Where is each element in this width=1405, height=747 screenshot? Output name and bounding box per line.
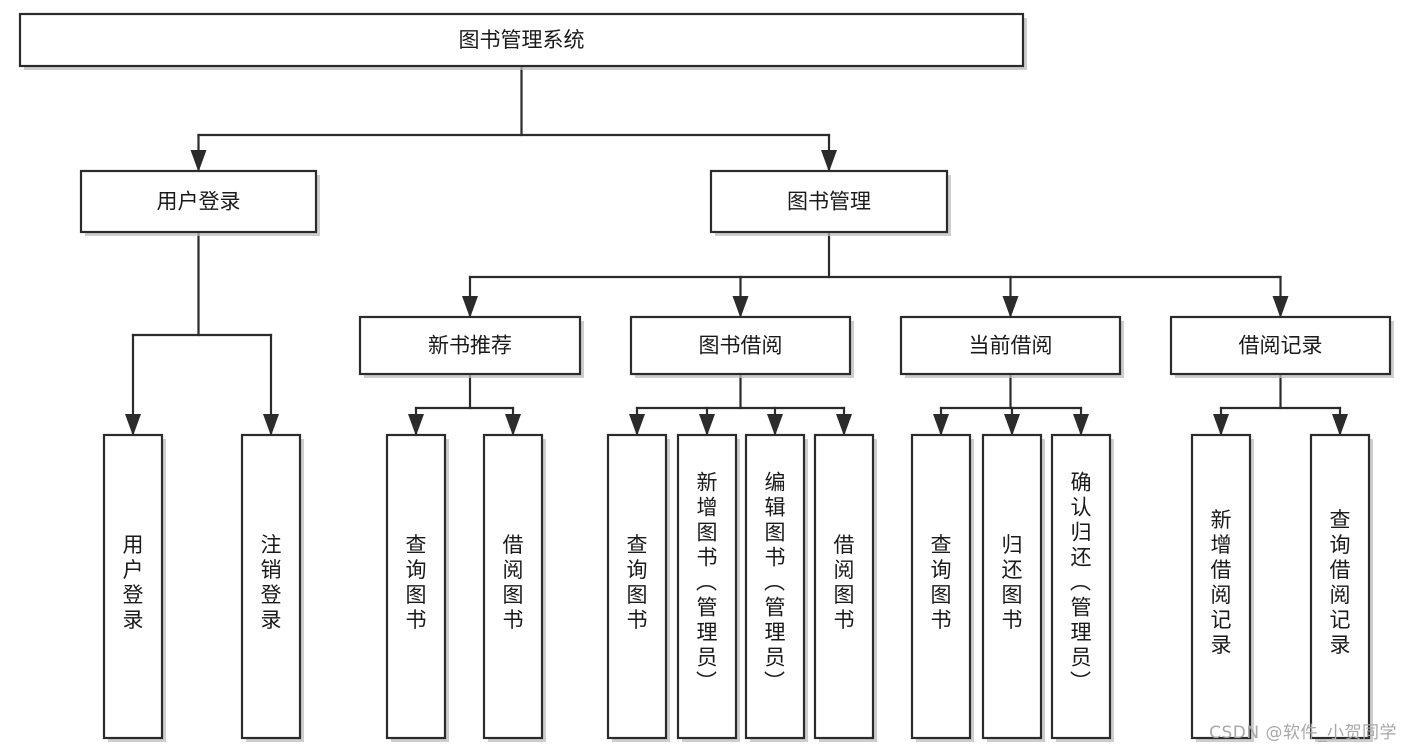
- node-add-borrow-record-rect[interactable]: [1190, 433, 1252, 740]
- node-borrow-book-1-rect[interactable]: [482, 433, 544, 740]
- node-current-borrow-label: 当前借阅: [969, 334, 1053, 358]
- edge-arrowhead: [1272, 296, 1289, 318]
- node-confirm-return-label: 确认归还︵管理员︶: [1070, 471, 1092, 695]
- edge-arrowhead: [462, 296, 478, 318]
- node-query-borrow-record-label: 查询借阅记录: [1330, 508, 1351, 657]
- node-add-book-rect[interactable]: [676, 433, 738, 740]
- node-book-management-rect[interactable]: [709, 169, 949, 234]
- node-borrow-book-2-label: 借阅图书: [834, 533, 855, 632]
- node-borrow-record-rect[interactable]: [1169, 315, 1392, 376]
- edge-arrowhead: [1332, 414, 1348, 436]
- node-logout-label: 注销登录: [261, 533, 282, 632]
- edge-arrowhead: [263, 414, 279, 436]
- node-user-login-label: 用户登录: [157, 190, 241, 214]
- node-logout[interactable]: 注销登录: [240, 433, 304, 742]
- node-borrow-book-1-label: 借阅图书: [503, 533, 524, 632]
- node-current-borrow-rect[interactable]: [899, 315, 1122, 376]
- node-borrow-book-2-rect[interactable]: [813, 433, 875, 740]
- edge-arrowhead: [821, 150, 837, 172]
- node-edit-book-label: 编辑图书︵管理员︶: [764, 471, 786, 695]
- node-add-borrow-record-label: 新增借阅记录: [1211, 508, 1232, 657]
- edge-arrowhead: [1002, 296, 1019, 318]
- node-query-book-2[interactable]: 查询图书: [606, 433, 670, 742]
- node-add-borrow-record[interactable]: 新增借阅记录: [1190, 433, 1254, 742]
- node-borrow-record[interactable]: 借阅记录: [1169, 315, 1394, 378]
- edge-arrowhead: [125, 414, 141, 436]
- node-login-rect[interactable]: [102, 433, 164, 740]
- nodes-layer: 图书管理系统用户登录图书管理用户登录注销登录新书推荐查询图书借阅图书图书借阅查询…: [18, 12, 1394, 742]
- node-query-book-3-label: 查询图书: [931, 533, 952, 632]
- node-borrow-record-label: 借阅记录: [1239, 334, 1323, 358]
- node-edit-book-rect[interactable]: [744, 433, 806, 740]
- node-return-book-rect[interactable]: [981, 433, 1043, 740]
- node-root-label: 图书管理系统: [459, 28, 585, 52]
- node-query-book-2-rect[interactable]: [606, 433, 668, 740]
- node-book-management-label: 图书管理: [787, 190, 871, 214]
- node-book-borrow-rect[interactable]: [629, 315, 852, 376]
- node-query-book-1-label: 查询图书: [406, 533, 427, 632]
- edge-arrowhead: [1213, 414, 1229, 436]
- edge-arrowhead: [836, 414, 852, 436]
- node-user-login[interactable]: 用户登录: [79, 169, 320, 236]
- node-root-rect[interactable]: [18, 12, 1025, 68]
- node-confirm-return[interactable]: 确认归还︵管理员︶: [1050, 433, 1114, 742]
- node-edit-book[interactable]: 编辑图书︵管理员︶: [744, 433, 808, 742]
- edge-arrowhead: [1004, 414, 1020, 436]
- node-root[interactable]: 图书管理系统: [18, 12, 1027, 70]
- node-query-book-3[interactable]: 查询图书: [910, 433, 974, 742]
- node-book-borrow-label: 图书借阅: [699, 334, 783, 358]
- node-query-book-3-rect[interactable]: [910, 433, 972, 740]
- edge-arrowhead: [505, 414, 521, 436]
- edge-arrowhead: [1073, 414, 1089, 436]
- node-add-book-label: 新增图书︵管理员︶: [696, 471, 718, 695]
- edge-arrowhead: [408, 414, 424, 436]
- node-user-login-rect[interactable]: [79, 169, 318, 234]
- node-borrow-book-1[interactable]: 借阅图书: [482, 433, 546, 742]
- node-new-book-recommend-rect[interactable]: [358, 315, 582, 376]
- node-query-borrow-record-rect[interactable]: [1309, 433, 1371, 740]
- node-current-borrow[interactable]: 当前借阅: [899, 315, 1124, 378]
- node-return-book[interactable]: 归还图书: [981, 433, 1045, 742]
- edge-arrowhead: [190, 150, 207, 172]
- node-book-borrow[interactable]: 图书借阅: [629, 315, 854, 378]
- node-query-borrow-record[interactable]: 查询借阅记录: [1309, 433, 1373, 742]
- watermark-text: CSDN @软件_小贺同学: [1209, 723, 1397, 743]
- edge-arrowhead: [732, 296, 749, 318]
- edge-arrowhead: [767, 414, 783, 436]
- node-query-book-1[interactable]: 查询图书: [385, 433, 449, 742]
- edge-arrowhead: [933, 414, 949, 436]
- node-new-book-recommend[interactable]: 新书推荐: [358, 315, 584, 378]
- node-login-label: 用户登录: [123, 533, 144, 632]
- node-book-management[interactable]: 图书管理: [709, 169, 951, 236]
- edge-arrowhead: [629, 414, 645, 436]
- node-query-book-2-label: 查询图书: [627, 533, 648, 632]
- node-borrow-book-2[interactable]: 借阅图书: [813, 433, 877, 742]
- node-confirm-return-rect[interactable]: [1050, 433, 1112, 740]
- node-logout-rect[interactable]: [240, 433, 302, 740]
- node-new-book-recommend-label: 新书推荐: [428, 334, 512, 358]
- node-return-book-label: 归还图书: [1002, 533, 1023, 632]
- edges-layer: [125, 64, 1348, 437]
- edge-arrowhead: [699, 414, 715, 436]
- node-add-book[interactable]: 新增图书︵管理员︶: [676, 433, 740, 742]
- node-login[interactable]: 用户登录: [102, 433, 166, 742]
- node-query-book-1-rect[interactable]: [385, 433, 447, 740]
